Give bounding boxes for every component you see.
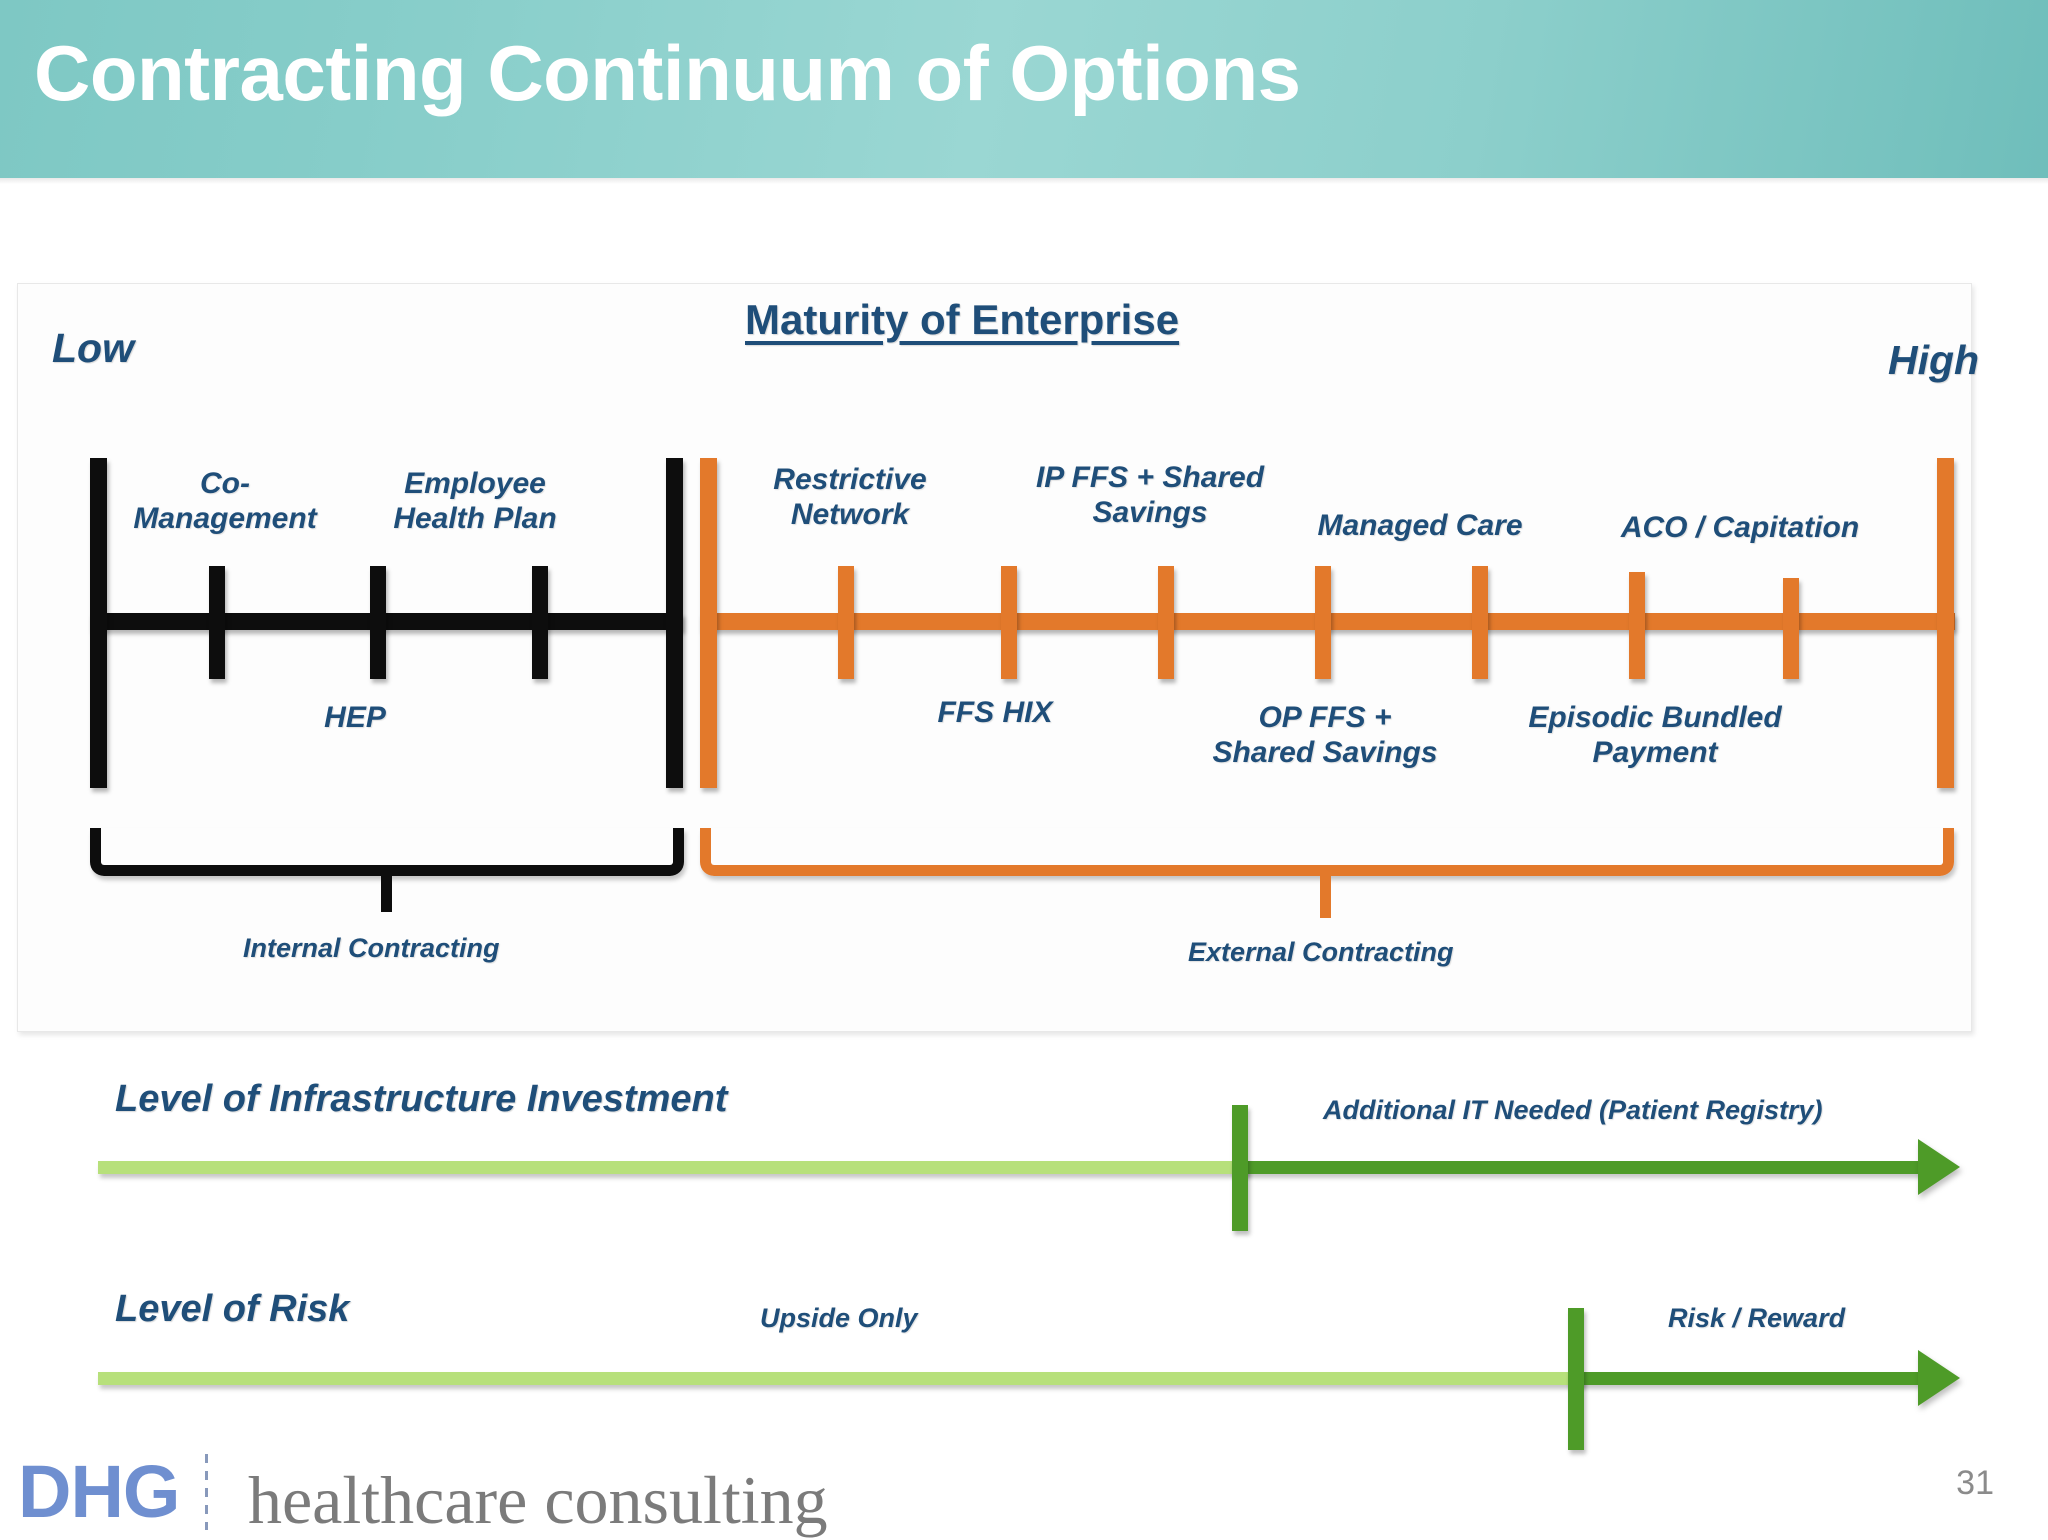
note-additional-it-needed: Additional IT Needed (Patient Registry)	[1323, 1095, 1823, 1125]
external-axis-end-cap	[1937, 458, 1954, 788]
internal-axis-start-cap	[90, 458, 107, 788]
note-upside-only: Upside Only	[760, 1303, 918, 1333]
label-ffs-hix: FFS HIX	[937, 696, 1053, 729]
page-title: Contracting Continuum of Options	[34, 29, 1301, 117]
label-employee-health-plan: Employee Health Plan	[393, 467, 557, 536]
title-banner: Contracting Continuum of Options	[0, 0, 2048, 184]
label-managed-care: Managed Care	[1317, 509, 1523, 542]
risk-dark-bar	[1568, 1372, 1920, 1385]
footer-divider	[205, 1454, 208, 1530]
label-episodic-bundled-payment: Episodic Bundled Payment	[1528, 701, 1782, 770]
axis-high-label: High	[1888, 337, 1980, 383]
infrastructure-dark-bar	[1232, 1161, 1920, 1174]
dhg-logo-mark: DHG	[18, 1450, 180, 1533]
label-external-contracting: External Contracting	[1188, 937, 1454, 967]
infrastructure-threshold-marker	[1232, 1105, 1248, 1231]
external-axis-start-cap	[700, 458, 717, 788]
internal-tick-1	[209, 566, 225, 679]
label-op-ffs-shared-savings: OP FFS + Shared Savings	[1212, 701, 1438, 770]
internal-axis-line	[90, 613, 683, 630]
internal-brace-nub	[381, 870, 392, 912]
label-co-management: Co- Management	[133, 467, 317, 536]
note-risk-reward: Risk / Reward	[1668, 1303, 1846, 1333]
label-hep: HEP	[324, 701, 386, 734]
external-tick-1	[838, 566, 854, 679]
internal-tick-3	[532, 566, 548, 679]
axis-low-label: Low	[52, 325, 134, 371]
continuum-diagram-panel	[17, 283, 1972, 1032]
slide-footer: DHG healthcare consulting 31	[0, 1426, 2048, 1538]
label-internal-contracting: Internal Contracting	[243, 933, 500, 963]
external-contracting-brace	[700, 828, 1954, 876]
external-tick-4	[1315, 566, 1331, 679]
external-tick-5	[1472, 566, 1488, 679]
row-title-infrastructure: Level of Infrastructure Investment	[115, 1078, 728, 1120]
dhg-logo-text: healthcare consulting	[248, 1462, 828, 1538]
external-tick-2	[1001, 566, 1017, 679]
external-tick-3	[1158, 566, 1174, 679]
risk-arrow-head	[1918, 1350, 1960, 1406]
risk-light-bar	[98, 1372, 1583, 1385]
label-aco-capitation: ACO / Capitation	[1620, 511, 1860, 544]
label-ip-ffs-shared-savings: IP FFS + Shared Savings	[1035, 461, 1265, 530]
page-number: 31	[1956, 1464, 1994, 1502]
external-tick-6	[1629, 572, 1645, 679]
external-brace-nub	[1320, 870, 1331, 918]
infrastructure-arrow-head	[1918, 1139, 1960, 1195]
internal-contracting-brace	[90, 828, 684, 876]
internal-axis-end-cap	[666, 458, 683, 788]
external-tick-7	[1783, 578, 1799, 679]
internal-tick-2	[370, 566, 386, 679]
label-restrictive-network: Restrictive Network	[773, 463, 927, 532]
row-title-risk: Level of Risk	[115, 1288, 350, 1330]
infrastructure-light-bar	[98, 1161, 1248, 1174]
axis-title-maturity: Maturity of Enterprise	[745, 296, 1180, 343]
risk-threshold-marker	[1568, 1308, 1584, 1450]
